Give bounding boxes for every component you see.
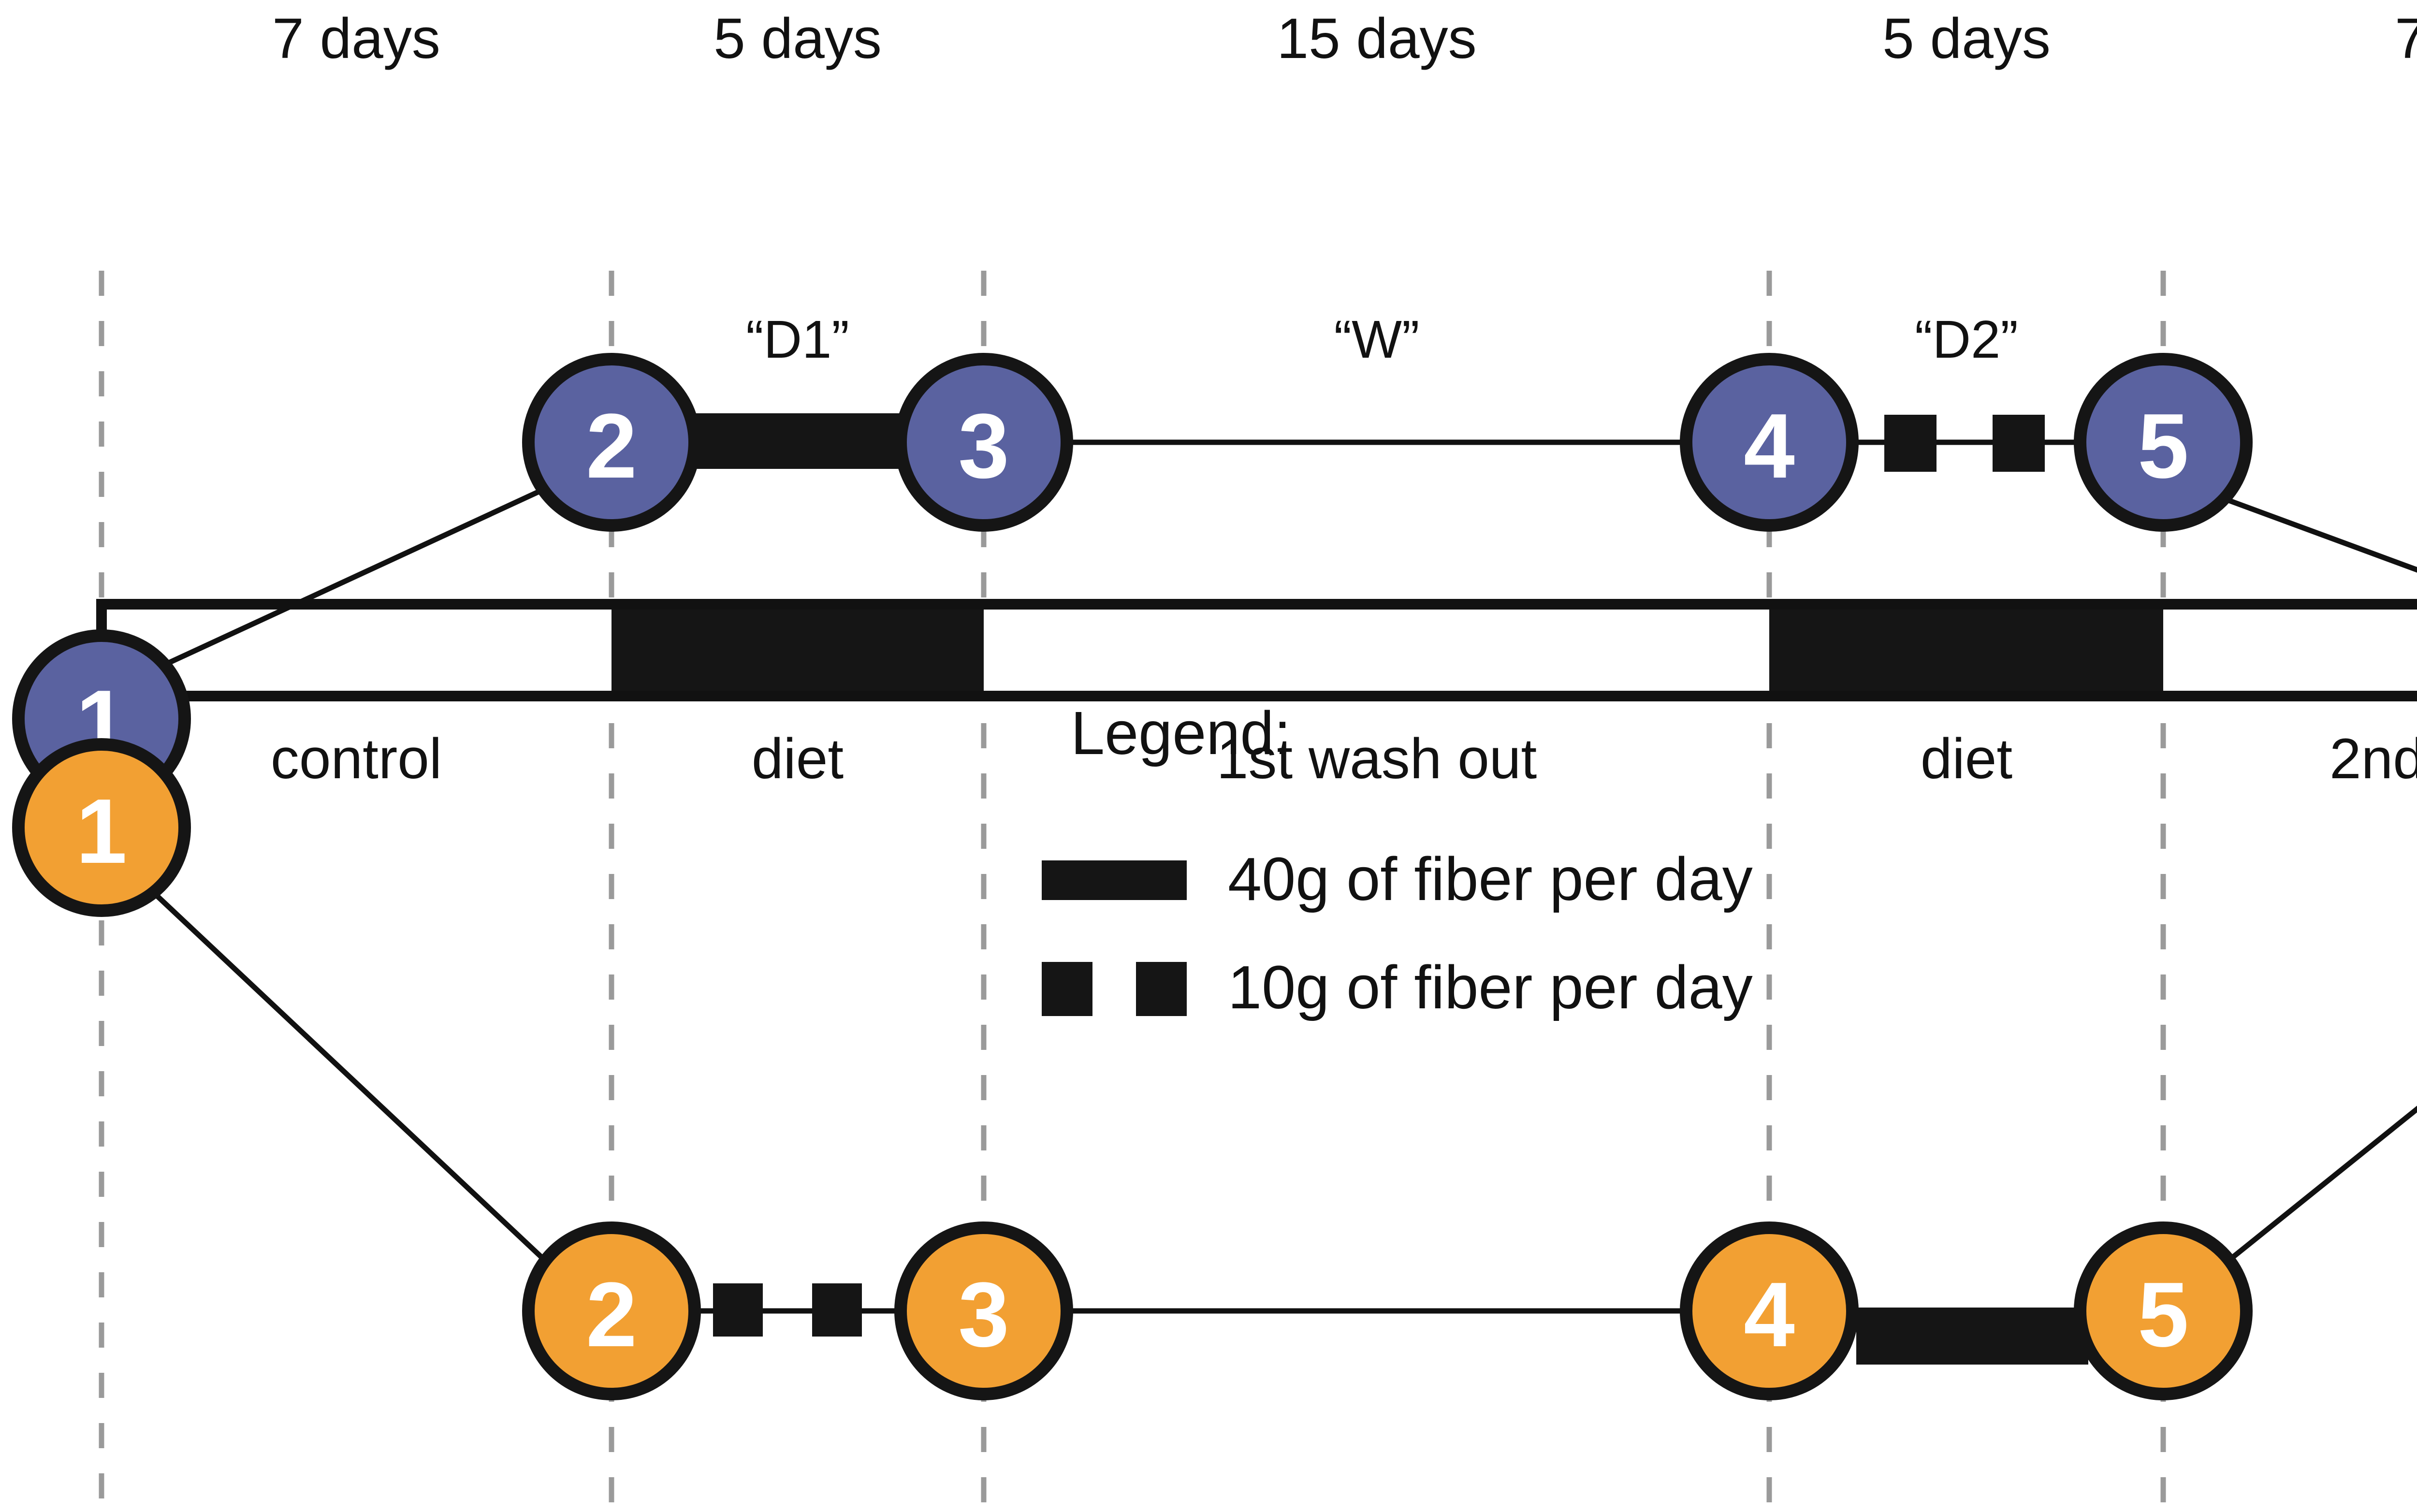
node-blue-2[interactable]: 2 [522, 353, 701, 532]
legend-title: Legend: [1071, 699, 1291, 767]
node-blue-4-label: 4 [1744, 395, 1795, 497]
phase-label-0: control [271, 727, 442, 791]
bar-segment-diet-2 [1769, 604, 2163, 696]
node-blue-5-label: 5 [2138, 395, 2189, 497]
duration-label-3: 5 days [1882, 7, 2051, 71]
node-blue-2-label: 2 [586, 395, 637, 497]
legend-label-10g: 10g of fiber per day [1228, 953, 1753, 1021]
orange-arm-nodes: 1 2 3 4 5 6 [12, 738, 2253, 1400]
blue-edge-4-5-block-a [1884, 415, 1937, 472]
node-blue-3-label: 3 [958, 395, 1009, 497]
orange-edge-2-3-block-b [812, 1283, 862, 1337]
node-orange-3[interactable]: 3 [894, 1221, 1073, 1400]
blue-edge-5-6 [2228, 497, 2417, 573]
duration-label-4: 7 days [2395, 7, 2417, 71]
node-orange-5-label: 5 [2138, 1264, 2189, 1366]
legend-swatch-10g-block-b [1136, 962, 1187, 1016]
phase-label-3: diet [1921, 727, 2012, 791]
phase-label-2: 1st wash out [1217, 727, 1537, 791]
bar-segment-control [102, 607, 612, 694]
phase-code-d1: “D1” [746, 310, 849, 369]
phase-labels: control diet 1st wash out diet 2nd wash … [271, 727, 2417, 791]
duration-label-2: 15 days [1277, 7, 1476, 71]
legend-swatch-40g [1042, 860, 1187, 900]
blue-edge-4-5-block-b [1993, 415, 2045, 472]
phase-code-w: “W” [1334, 310, 1419, 369]
node-orange-2[interactable]: 2 [522, 1221, 701, 1400]
node-blue-5[interactable]: 5 [2074, 353, 2253, 532]
node-orange-1[interactable]: 1 [12, 738, 191, 917]
orange-edge-1-2 [143, 882, 548, 1264]
blue-arm-edges [158, 413, 2417, 669]
node-orange-4[interactable]: 4 [1680, 1221, 1859, 1400]
node-orange-3-label: 3 [958, 1264, 1009, 1366]
bar-segment-washout-2 [2163, 607, 2417, 694]
duration-labels: 7 days 5 days 15 days 5 days 7 days [272, 7, 2417, 71]
orange-arm-edges [143, 882, 2417, 1365]
legend-swatch-10g-block-a [1042, 962, 1092, 1016]
blue-edge-1-2 [158, 486, 548, 669]
orange-edge-2-3-block-a [713, 1283, 763, 1337]
orange-edge-5-6 [2231, 1105, 2417, 1259]
bar-segment-washout-1 [984, 607, 1769, 694]
duration-label-0: 7 days [272, 7, 440, 71]
node-orange-4-label: 4 [1744, 1264, 1795, 1366]
blue-edge-2-3-40g [689, 413, 909, 469]
bar-segment-diet-1 [612, 604, 984, 696]
legend-label-40g: 40g of fiber per day [1228, 845, 1753, 913]
legend: Legend: 40g of fiber per day 10g of fibe… [1042, 699, 1753, 1021]
duration-label-1: 5 days [713, 7, 882, 71]
phase-codes: “D1” “W” “D2” [746, 310, 2018, 369]
orange-edge-4-5-40g [1856, 1308, 2088, 1365]
node-orange-2-label: 2 [586, 1264, 637, 1366]
node-blue-3[interactable]: 3 [894, 353, 1073, 532]
node-orange-1-label: 1 [76, 780, 127, 883]
phase-label-1: diet [752, 727, 844, 791]
phase-label-4: 2nd wash out [2330, 727, 2417, 791]
timeline-bar [96, 599, 2417, 701]
node-blue-4[interactable]: 4 [1680, 353, 1859, 532]
node-orange-5[interactable]: 5 [2074, 1221, 2253, 1400]
phase-code-d2: “D2” [1915, 310, 2018, 369]
